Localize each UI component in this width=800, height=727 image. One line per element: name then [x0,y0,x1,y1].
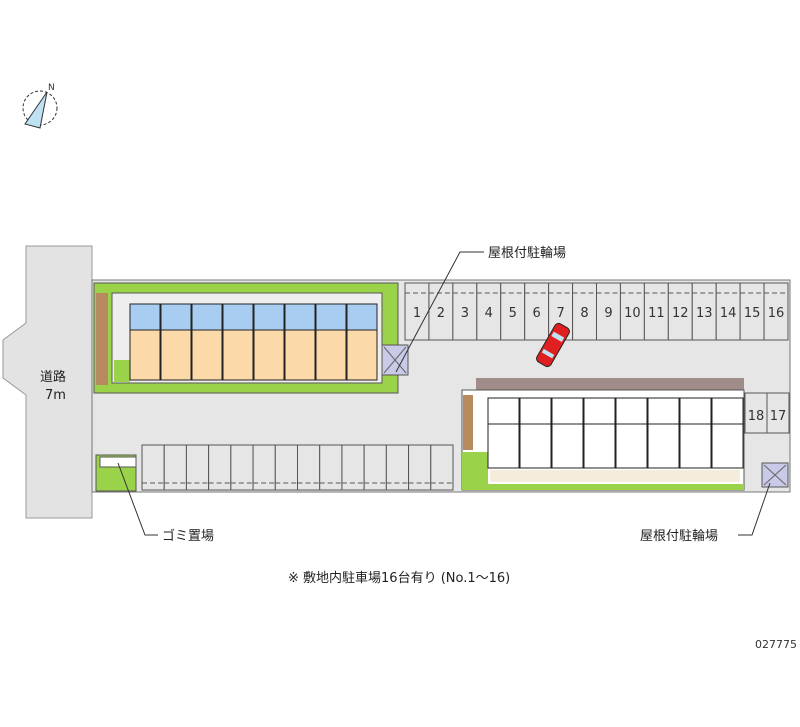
apartment-unit [191,303,223,331]
bike-parking-label-bottom: 屋根付駐輪場 [640,528,718,544]
apartment-unit [647,397,680,425]
apartment-unit [129,303,161,331]
apartment-unit [253,303,285,331]
image-code: 027775 [755,638,797,651]
apartment-unit [583,397,616,425]
apartment-unit [346,303,378,331]
building-left [93,282,409,394]
parking-space-number: 4 [485,306,493,321]
parking-space-number: 8 [580,306,588,321]
parking-space-number: 11 [648,306,665,321]
parking-space-number: 3 [461,306,469,321]
parking-row-bottom [141,444,454,491]
parking-space-number: 13 [696,306,713,321]
parking-space-number: 12 [672,306,689,321]
compass-icon: N [22,83,58,129]
parking-space-number: 17 [770,409,787,424]
parking-space-number: 7 [556,306,564,321]
parking-space-number: 18 [748,409,765,424]
parking-space-number: 16 [768,306,785,321]
building-right [461,378,789,491]
apartment-unit [315,303,347,331]
parking-space-number: 1 [413,306,421,321]
parking-note: ※ 敷地内駐車場16台有り (No.1～16) [288,570,510,586]
apartment-unit [679,397,712,425]
parking-space-number: 9 [604,306,612,321]
parking-space-number: 2 [437,306,445,321]
apartment-unit [711,397,744,425]
apartment-unit [284,303,316,331]
parking-space-number: 15 [744,306,761,321]
apartment-unit [487,397,520,425]
compass-north-label: N [48,83,55,93]
road-label: 道路 [40,369,66,385]
parking-space [430,444,454,491]
parking-space-number: 10 [624,306,641,321]
apartment-unit [551,397,584,425]
bike-parking-label-top: 屋根付駐輪場 [488,245,566,261]
road-width-label: 7m [45,388,66,403]
apartment-unit [160,303,192,331]
parking-space [766,392,790,434]
apartment-unit [519,397,552,425]
garbage-label: ゴミ置場 [162,528,214,544]
parking-space-number: 6 [533,306,541,321]
parking-space-number: 5 [509,306,517,321]
car-icon [536,322,570,368]
apartment-unit [615,397,648,425]
parking-space-number: 14 [720,306,737,321]
apartment-unit [222,303,254,331]
parking-space [763,282,789,341]
